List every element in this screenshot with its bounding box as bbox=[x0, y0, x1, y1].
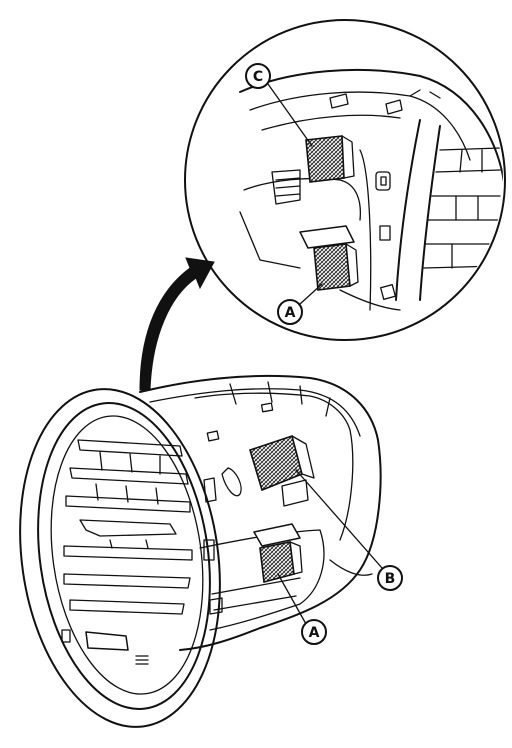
callout-c-label: C bbox=[253, 69, 263, 85]
part-a-bottom-hatched bbox=[259, 541, 295, 584]
callout-a-top: A bbox=[277, 299, 303, 325]
leader-a-bottom bbox=[277, 573, 307, 625]
bezel-outer-ring bbox=[19, 388, 221, 728]
leader-c bbox=[267, 83, 313, 147]
part-a-top-hatched bbox=[313, 243, 351, 291]
leader-b bbox=[295, 469, 383, 569]
callout-a-top-label: A bbox=[285, 305, 296, 321]
leader-a-top bbox=[299, 283, 323, 305]
callout-b: B bbox=[377, 565, 403, 591]
detail-circle-outline bbox=[184, 19, 506, 341]
part-c-hatched bbox=[305, 135, 345, 183]
callout-a-bottom-label: A bbox=[309, 625, 320, 641]
vent-louvers bbox=[63, 439, 193, 615]
callout-a-bottom: A bbox=[301, 619, 327, 645]
vent-thumbwheel bbox=[85, 631, 129, 651]
magnify-arrow bbox=[139, 257, 215, 391]
vent-assembly bbox=[19, 374, 382, 728]
detail-view bbox=[184, 19, 506, 341]
housing-inner-edge bbox=[194, 392, 354, 541]
part-b-hatched bbox=[249, 434, 303, 492]
callout-b-label: B bbox=[385, 571, 396, 587]
housing-top-edge bbox=[149, 388, 361, 437]
vent-housing bbox=[139, 374, 382, 651]
bezel-inner-ring bbox=[37, 402, 211, 710]
callout-c: C bbox=[245, 63, 271, 89]
